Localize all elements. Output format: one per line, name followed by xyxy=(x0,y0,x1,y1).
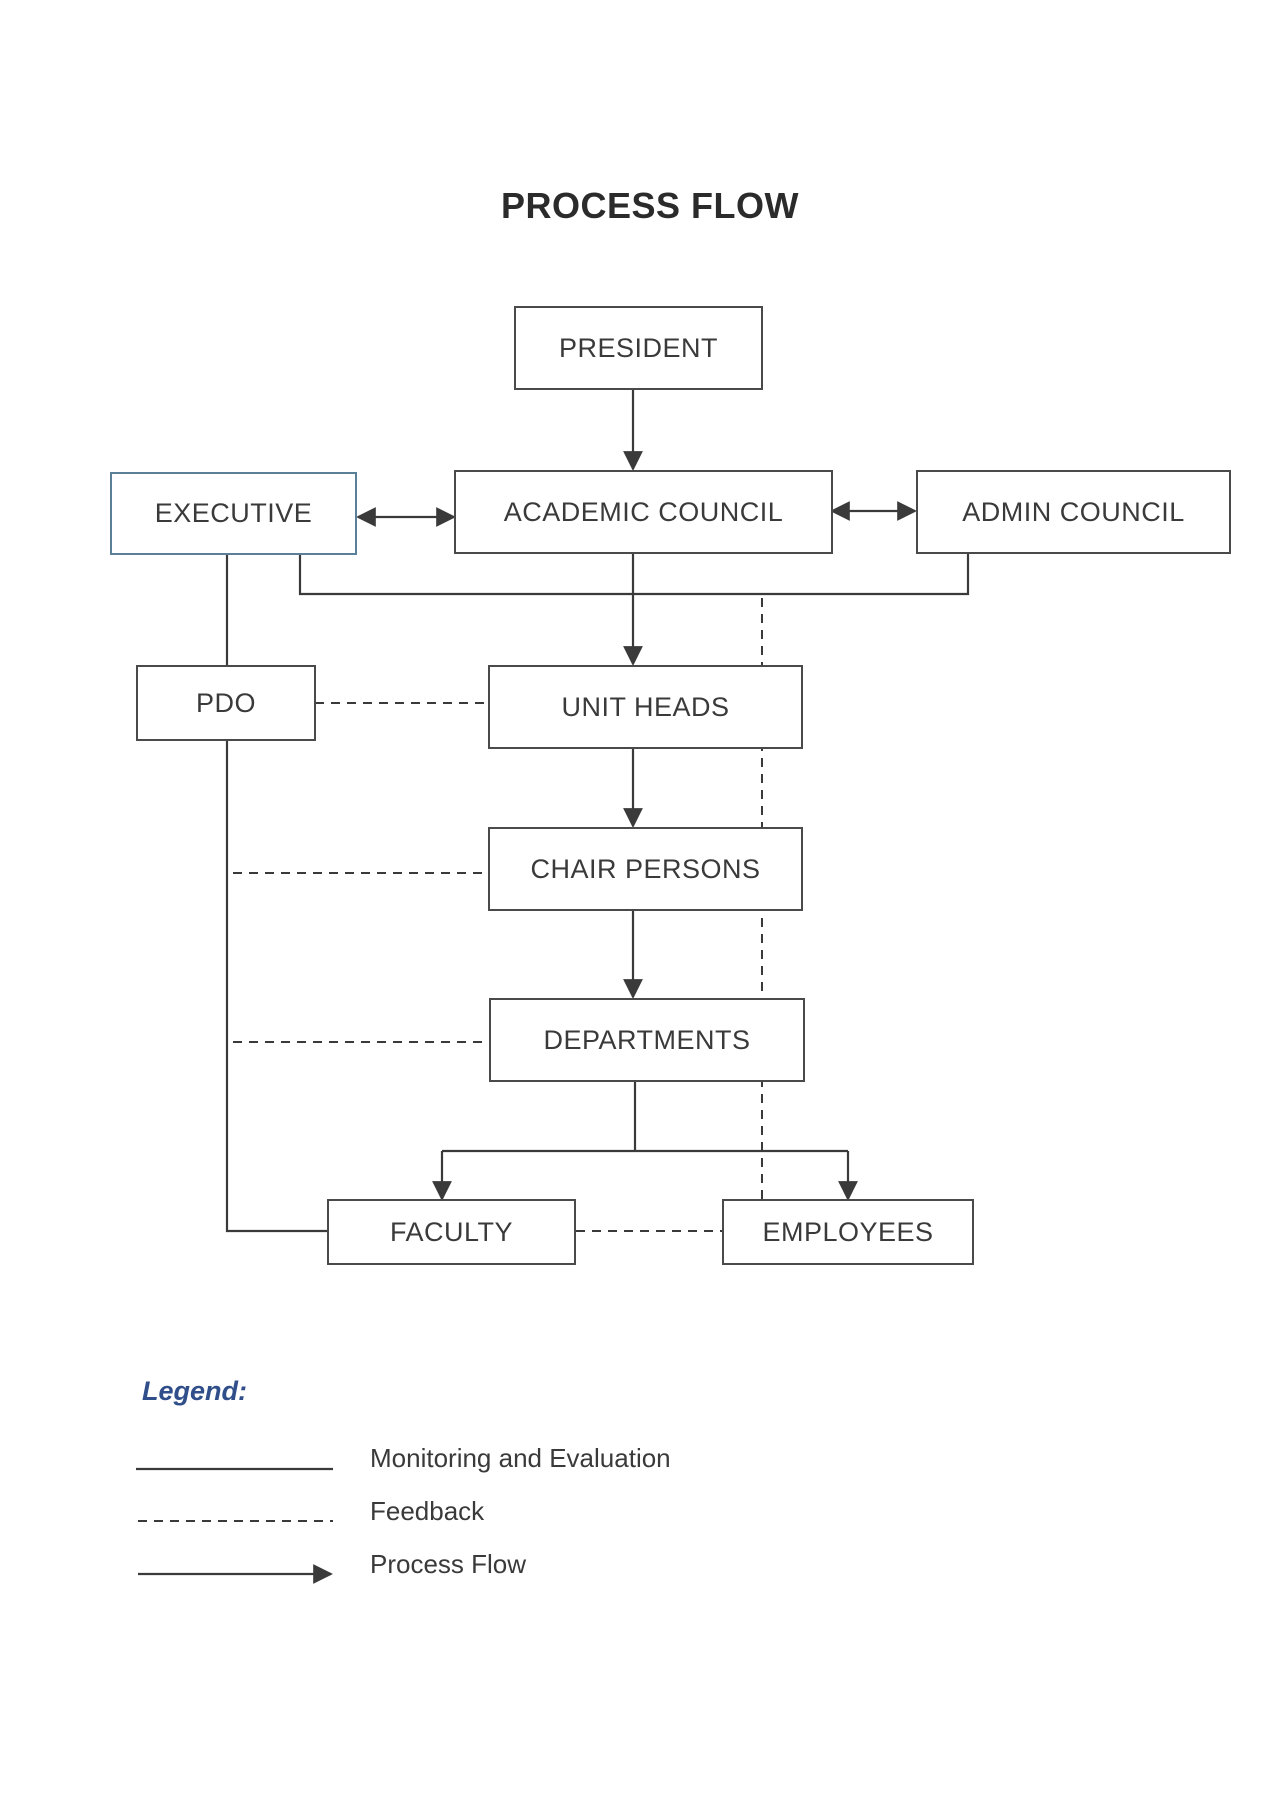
node-president-label: PRESIDENT xyxy=(558,332,719,363)
node-chair-persons-label: CHAIR PERSONS xyxy=(530,853,761,884)
page-title: PROCESS FLOW xyxy=(500,185,799,226)
node-president: PRESIDENT xyxy=(514,306,763,390)
node-pdo-label: PDO xyxy=(195,687,256,718)
node-faculty-label: FACULTY xyxy=(389,1216,514,1247)
node-academic-council-label: ACADEMIC COUNCIL xyxy=(503,496,784,527)
node-departments-label: DEPARTMENTS xyxy=(543,1024,751,1055)
edge-executive-monitoring xyxy=(225,553,327,1233)
node-unit-heads-label: UNIT HEADS xyxy=(561,691,730,722)
node-unit-heads: UNIT HEADS xyxy=(488,665,803,749)
node-chair-persons: CHAIR PERSONS xyxy=(488,827,803,911)
node-admin-council-label: ADMIN COUNCIL xyxy=(962,496,1185,527)
legend-label-process-flow: Process Flow xyxy=(370,1549,527,1579)
legend-title: Legend: xyxy=(142,1376,247,1406)
node-employees: EMPLOYEES xyxy=(722,1199,974,1265)
node-departments: DEPARTMENTS xyxy=(489,998,805,1082)
node-admin-council: ADMIN COUNCIL xyxy=(916,470,1231,554)
legend-label-monitoring: Monitoring and Evaluation xyxy=(370,1443,671,1473)
node-faculty: FACULTY xyxy=(327,1199,576,1265)
node-executive: EXECUTIVE xyxy=(110,472,357,555)
legend-label-feedback: Feedback xyxy=(370,1496,485,1526)
node-employees-label: EMPLOYEES xyxy=(762,1216,934,1247)
node-executive-label: EXECUTIVE xyxy=(154,498,313,528)
node-academic-council: ACADEMIC COUNCIL xyxy=(454,470,833,554)
node-pdo: PDO xyxy=(136,665,316,741)
